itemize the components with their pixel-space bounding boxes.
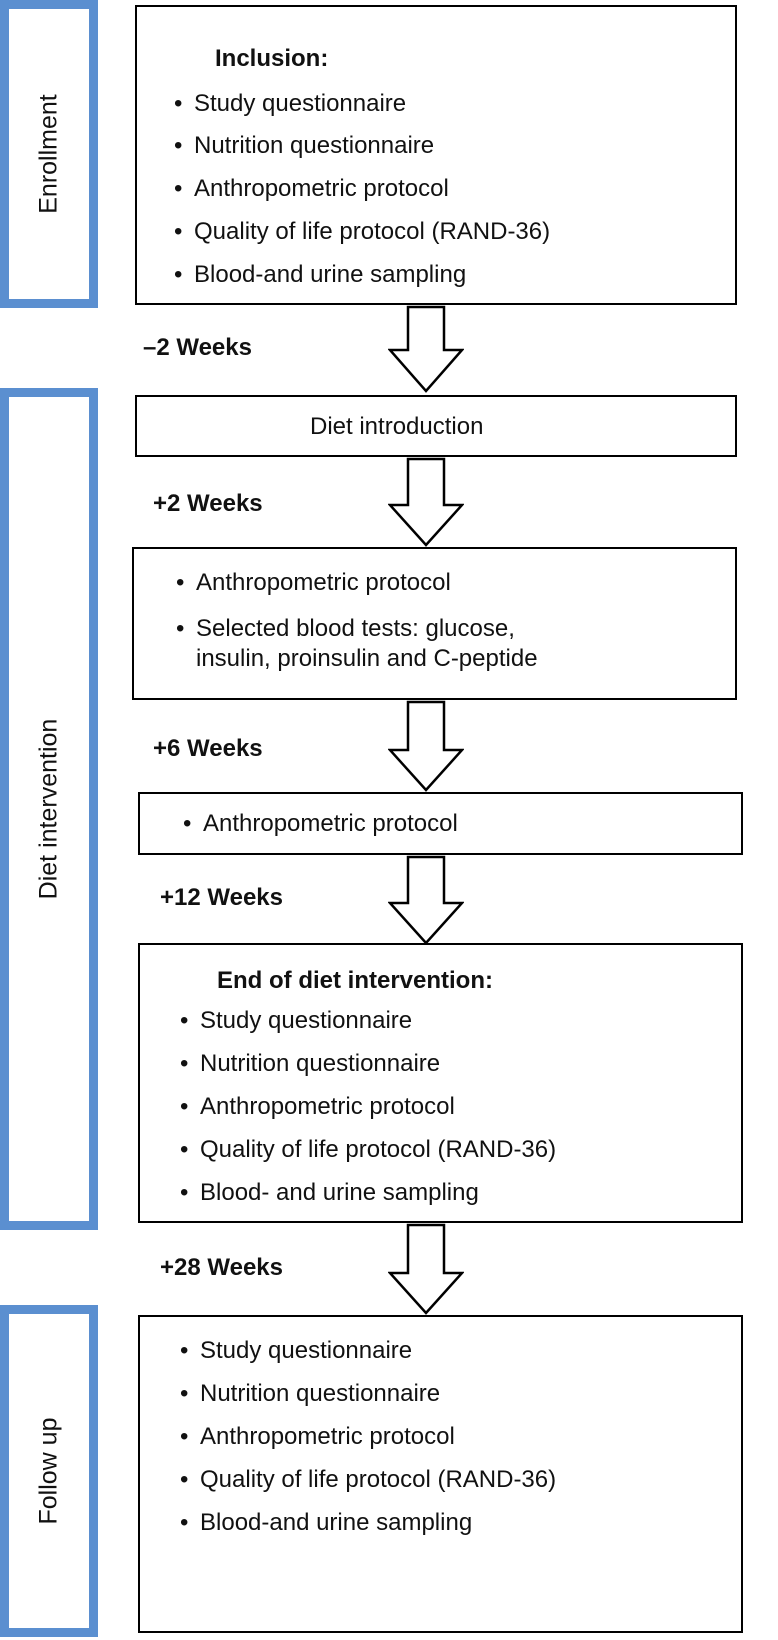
list-item: •Anthropometric protocol: [180, 1423, 455, 1450]
diet-introduction-box: Diet introduction: [135, 395, 737, 457]
arrow-down-icon: [388, 1223, 464, 1315]
arrow-down-icon: [388, 700, 464, 792]
phase-enrollment: Enrollment: [0, 0, 98, 308]
inclusion-box: Inclusion: •Study questionnaire •Nutriti…: [135, 5, 737, 305]
week-label-plus-12: +12 Weeks: [160, 884, 283, 911]
phase-diet-intervention-label: Diet intervention: [34, 718, 63, 900]
list-item: •Study questionnaire: [180, 1007, 413, 1034]
list-item: •Nutrition questionnaire: [174, 132, 435, 159]
list-item: •Anthropometric protocol: [180, 1093, 455, 1120]
arrow-down-icon: [388, 457, 464, 547]
arrow-down-icon: [388, 855, 464, 945]
list-item: •Study questionnaire: [180, 1337, 413, 1364]
inclusion-title: Inclusion:: [215, 45, 329, 72]
list-item-continuation: insulin, proinsulin and C-peptide: [196, 645, 538, 672]
phase-follow-up-label: Follow up: [34, 1417, 63, 1525]
follow-up-box: •Study questionnaire •Nutrition question…: [138, 1315, 743, 1633]
week-label-plus-6: +6 Weeks: [153, 735, 263, 762]
end-of-diet-box: End of diet intervention: •Study questio…: [138, 943, 743, 1223]
list-item: •Selected blood tests: glucose,: [176, 615, 515, 642]
list-item: •Blood-and urine sampling: [174, 261, 467, 288]
six-weeks-box: •Anthropometric protocol: [138, 792, 743, 855]
list-item: •Study questionnaire: [174, 90, 407, 117]
diet-introduction-label: Diet introduction: [310, 413, 484, 440]
list-item: •Anthropometric protocol: [176, 569, 451, 596]
end-of-diet-title: End of diet intervention:: [217, 967, 493, 994]
list-item: •Quality of life protocol (RAND-36): [174, 218, 551, 245]
week-label-plus-2: +2 Weeks: [153, 490, 263, 517]
list-item: •Nutrition questionnaire: [180, 1380, 441, 1407]
phase-follow-up: Follow up: [0, 1305, 98, 1637]
list-item: •Anthropometric protocol: [174, 175, 449, 202]
list-item: •Blood-and urine sampling: [180, 1509, 473, 1536]
list-item: •Quality of life protocol (RAND-36): [180, 1466, 557, 1493]
phase-diet-intervention: Diet intervention: [0, 388, 98, 1230]
week-label-plus-28: +28 Weeks: [160, 1254, 283, 1281]
arrow-down-icon: [388, 305, 464, 393]
list-item: •Blood- and urine sampling: [180, 1179, 479, 1206]
list-item: •Anthropometric protocol: [183, 810, 458, 837]
phase-enrollment-label: Enrollment: [34, 94, 63, 214]
list-item: •Nutrition questionnaire: [180, 1050, 441, 1077]
list-item: •Quality of life protocol (RAND-36): [180, 1136, 557, 1163]
week-label-minus-2: –2 Weeks: [143, 334, 252, 361]
two-weeks-box: •Anthropometric protocol •Selected blood…: [132, 547, 737, 700]
